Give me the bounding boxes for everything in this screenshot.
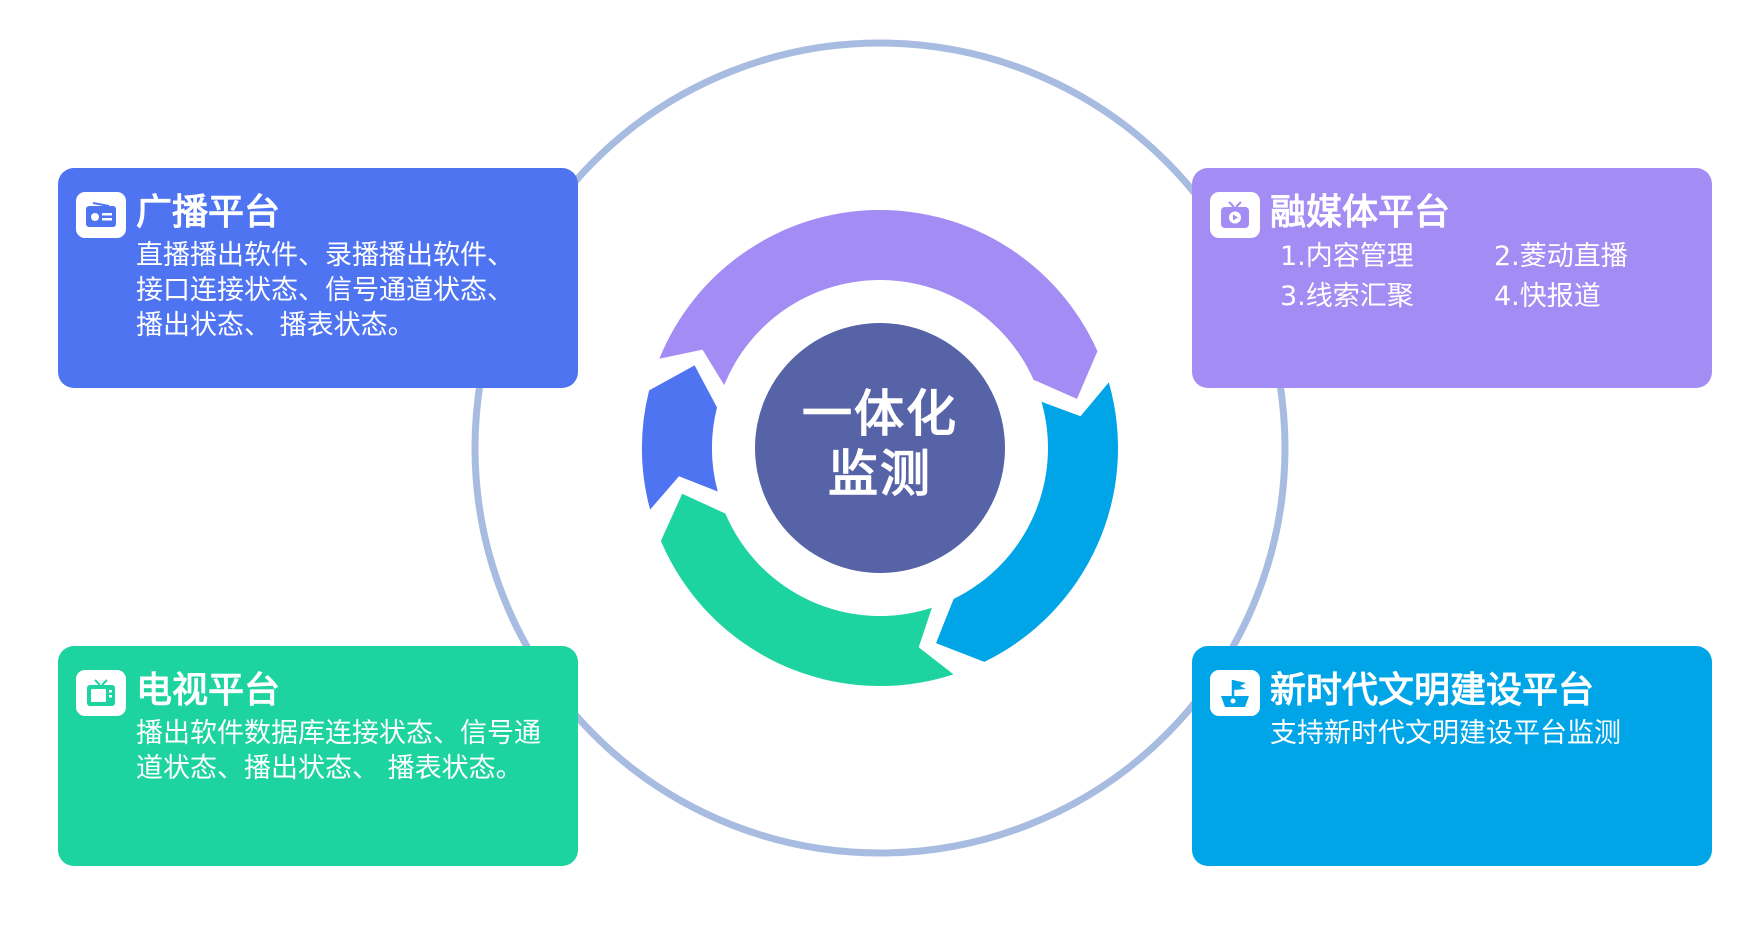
cycle-arrow-green [660, 493, 954, 687]
center-title: 一体化 监测 [802, 385, 958, 503]
outer-ring [471, 39, 1289, 857]
broadcast-description: 直播播出软件、录播播出软件、 接口连接状态、信号通道状态、 播出状态、 播表状态… [136, 240, 514, 341]
media-title: 融媒体平台 [1270, 192, 1451, 233]
tv-platform-card: 电视平台 播出软件数据库连接状态、信号通 道状态、播出状态、 播表状态。 [58, 646, 578, 866]
civilization-platform-card: 新时代文明建设平台 支持新时代文明建设平台监测 [1192, 646, 1712, 866]
tv-icon [76, 670, 126, 716]
media-item-list: 1.内容管理 2.菱动直播 3.线索汇聚 4.快报道 [1280, 238, 1700, 316]
media-item: 2.菱动直播 [1494, 241, 1628, 272]
cycle-arrow-blue [642, 365, 718, 510]
cycle-arrows [642, 209, 1119, 687]
broadcast-platform-card: 广播平台 直播播出软件、录播播出软件、 接口连接状态、信号通道状态、 播出状态、… [58, 168, 578, 388]
media-platform-card: 融媒体平台 1.内容管理 2.菱动直播 3.线索汇聚 4.快报道 [1192, 168, 1712, 388]
cycle-arrow-purple [659, 209, 1098, 399]
radio-icon [76, 192, 126, 238]
tv-description: 播出软件数据库连接状态、信号通 道状态、播出状态、 播表状态。 [136, 718, 541, 784]
civilization-title: 新时代文明建设平台 [1270, 670, 1595, 711]
media-item: 3.线索汇聚 [1280, 281, 1414, 312]
media-item: 4.快报道 [1494, 281, 1601, 312]
flag-map-icon [1210, 670, 1260, 716]
tv-play-icon [1210, 192, 1260, 238]
media-item: 1.内容管理 [1280, 241, 1414, 272]
civilization-description: 支持新时代文明建设平台监测 [1270, 718, 1621, 749]
center-circle [755, 323, 1005, 573]
cycle-arrow-cyan [936, 382, 1119, 662]
broadcast-title: 广播平台 [136, 192, 281, 233]
tv-title: 电视平台 [136, 670, 281, 711]
